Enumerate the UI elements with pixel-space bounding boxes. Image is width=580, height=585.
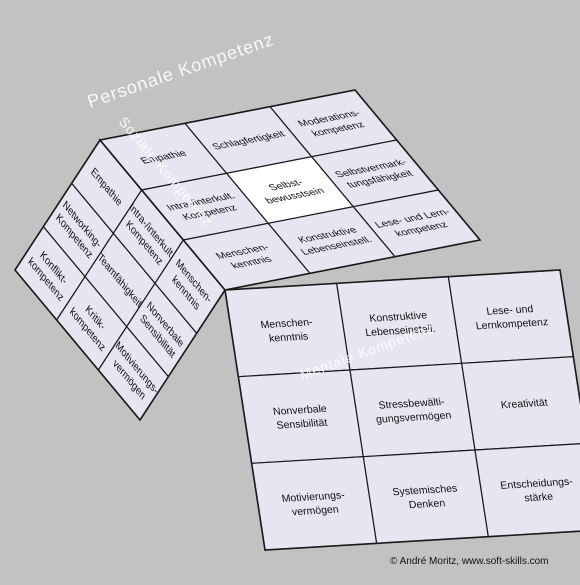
right-face-cell-label: NonverbaleSensibilität xyxy=(272,403,330,432)
right-face-tile xyxy=(349,362,476,458)
right-face-cell-label: Stressbewälti-gungsvermögen xyxy=(373,396,452,426)
svg-text:KonstruktiveLebenseinstell.: KonstruktiveLebenseinstell. xyxy=(362,309,436,339)
svg-text:Stressbewälti-gungsvermögen: Stressbewälti-gungsvermögen xyxy=(373,396,452,426)
right-face-tile xyxy=(250,456,378,551)
top-face-outline xyxy=(98,89,482,291)
right-face-tile xyxy=(460,356,580,451)
copyright-text: © André Moritz, www.soft-skills.com xyxy=(390,556,549,567)
personal-competence-label: Personale Kompetenz xyxy=(85,29,277,112)
right-face-cell-label: Menschen-kenntnis xyxy=(260,316,316,345)
right-face-cell-label: Kreativität xyxy=(500,397,549,412)
svg-text:Kreativität: Kreativität xyxy=(500,397,549,412)
top-face: EmpathieSchlagfertigkeitModerations-komp… xyxy=(98,89,482,291)
right-face-cell-label: SystemischesDenken xyxy=(392,483,461,513)
right-face-cell-label: KonstruktiveLebenseinstell. xyxy=(362,309,436,339)
right-face-tile xyxy=(447,269,575,364)
svg-text:Entscheidungs-stärke: Entscheidungs-stärke xyxy=(499,476,576,506)
right-face-tile xyxy=(474,443,580,538)
svg-text:Lese- undLernkompetenz: Lese- undLernkompetenz xyxy=(473,302,549,332)
right-face-tile xyxy=(237,369,365,464)
svg-text:NonverbaleSensibilität: NonverbaleSensibilität xyxy=(272,403,330,432)
right-face-cell-label: Lese- undLernkompetenz xyxy=(473,302,549,332)
right-face-cell-label: Motivierungs-vermögen xyxy=(281,489,348,518)
right-face: Menschen-kenntnis KonstruktiveLebenseinst… xyxy=(224,269,580,551)
right-face-outline xyxy=(224,269,580,551)
svg-text:Motivierungs-vermögen: Motivierungs-vermögen xyxy=(281,489,348,518)
left-face: EmpathieIntra-/interkult.KompetenzMensch… xyxy=(14,138,226,422)
right-face-cell-label: Entscheidungs-stärke xyxy=(499,476,576,506)
svg-text:Menschen-kenntnis: Menschen-kenntnis xyxy=(260,316,316,345)
svg-text:SystemischesDenken: SystemischesDenken xyxy=(392,483,461,513)
right-face-tile xyxy=(362,449,490,544)
